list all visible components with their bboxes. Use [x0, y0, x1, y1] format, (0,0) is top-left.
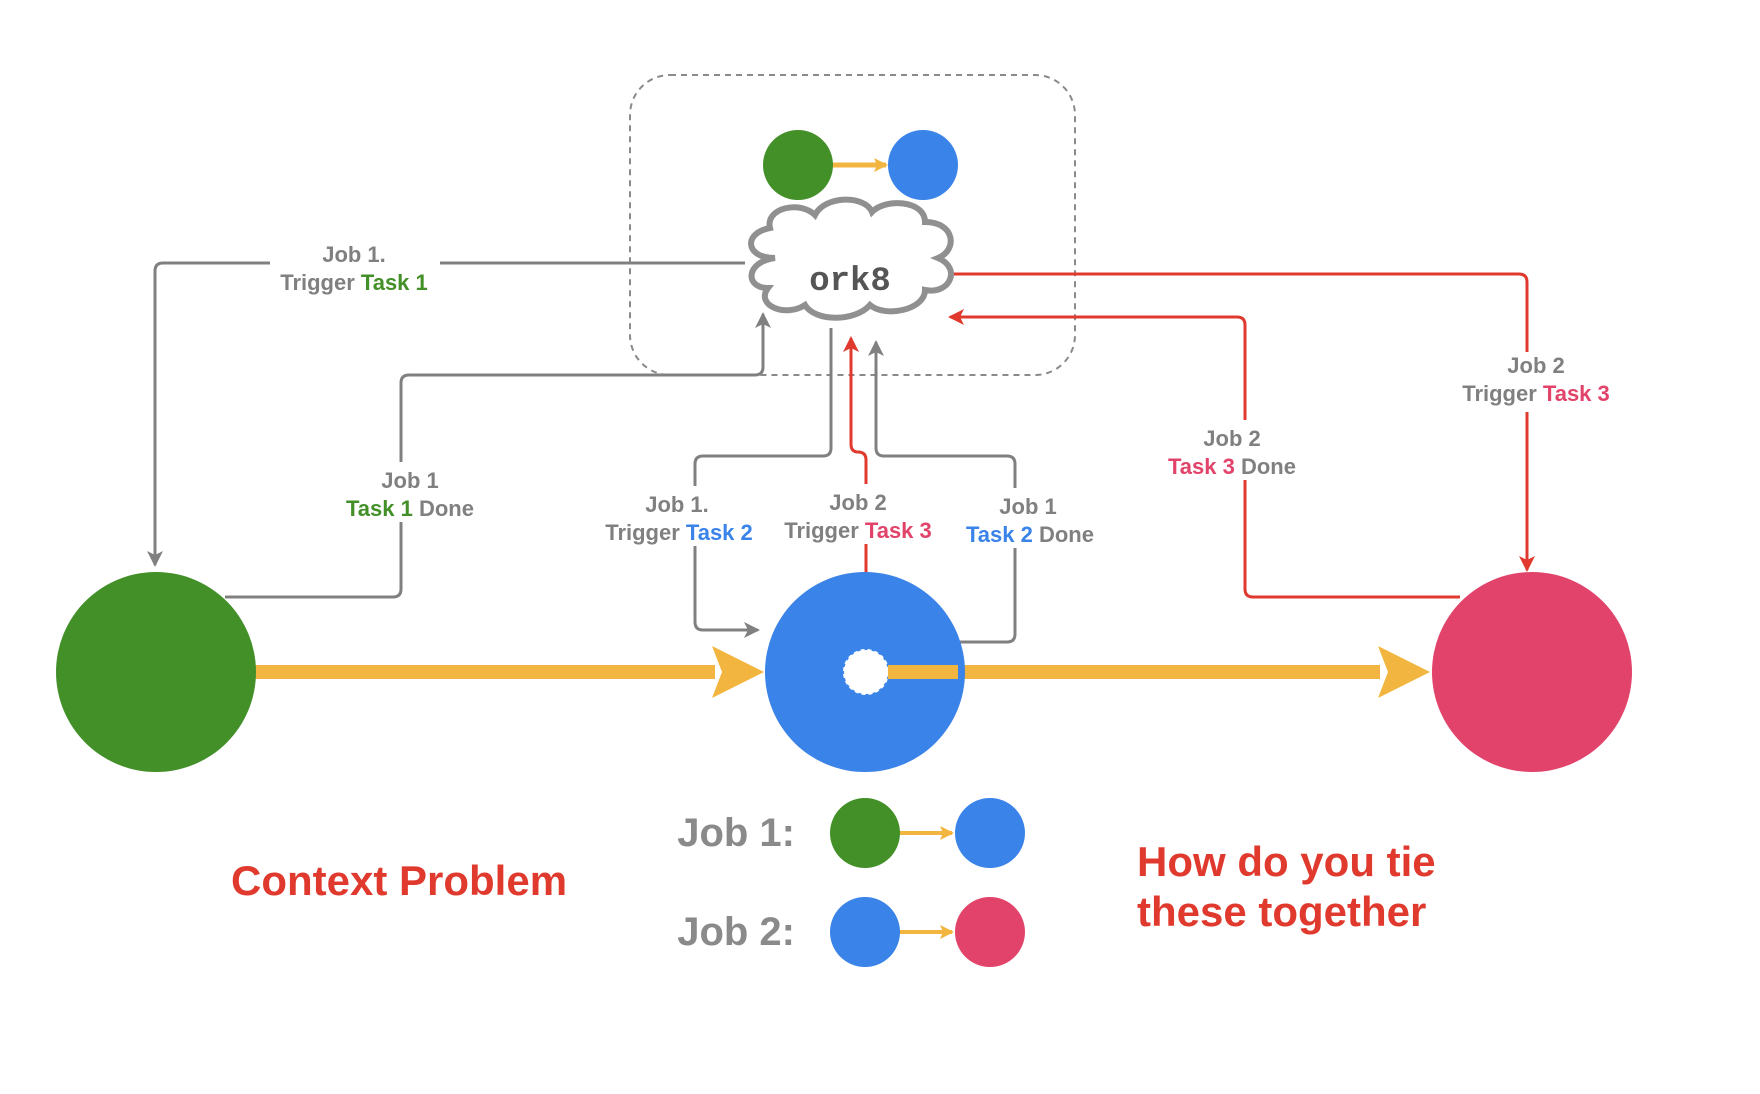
- task3-node: [1432, 572, 1632, 772]
- legend-job1-blue-node: [955, 798, 1025, 868]
- label-line2: Trigger Task 3: [784, 518, 932, 543]
- label-line2: Trigger Task 3: [1462, 381, 1610, 406]
- container-blue-node: [888, 130, 958, 200]
- label-job2-trigger-task3-mid: Job 2 Trigger Task 3: [772, 484, 940, 544]
- tie-together-line1: How do you tie: [1137, 838, 1436, 885]
- container-green-node: [763, 130, 833, 200]
- label-job1-task2-done: Job 1 Task 2 Done: [958, 488, 1098, 548]
- context-problem-title: Context Problem: [231, 857, 567, 904]
- label-line1: Job 2: [1203, 426, 1260, 451]
- connector-task2-done: [868, 340, 1017, 644]
- label-job1-trigger-task1: Job 1. Trigger Task 1: [270, 240, 440, 298]
- label-line1: Job 1: [999, 494, 1056, 519]
- label-line1: Job 2: [829, 490, 886, 515]
- main-flow-arrowhead-1: [712, 646, 764, 698]
- label-line1: Job 1: [381, 468, 438, 493]
- label-line2: Task 3 Done: [1168, 454, 1296, 479]
- label-line2: Task 2 Done: [966, 522, 1094, 547]
- task1-node: [56, 572, 256, 772]
- legend-job2-label: Job 2:: [677, 910, 795, 954]
- connector-trigger-task2: [693, 328, 833, 638]
- connector-trigger-task3-right: [945, 272, 1535, 572]
- label-line1: Job 1.: [645, 492, 709, 517]
- legend-job1-green-node: [830, 798, 900, 868]
- main-flow-arrowhead-2: [1378, 646, 1430, 698]
- legend: Job 1: Job 2:: [677, 798, 1025, 967]
- label-job2-trigger-task3-right: Job 2 Trigger Task 3: [1455, 352, 1615, 412]
- connector-trigger-task1: [147, 261, 745, 567]
- connector-task1-done: [225, 312, 771, 599]
- label-job2-task3-done: Job 2 Task 3 Done: [1160, 420, 1310, 480]
- connector-job2-trigger-task3: [843, 336, 868, 647]
- label-line1: Job 2: [1507, 353, 1564, 378]
- label-line2: Trigger Task 1: [280, 270, 428, 295]
- label-line1: Job 1.: [322, 242, 386, 267]
- legend-job1-label: Job 1:: [677, 811, 795, 855]
- cloud-icon: [748, 196, 954, 321]
- label-line2: Task 1 Done: [346, 496, 474, 521]
- orchestrator-label: ork8: [809, 263, 891, 301]
- legend-job2-pink-node: [955, 897, 1025, 967]
- tie-together-line2: these together: [1137, 888, 1426, 935]
- legend-job2-blue-node: [830, 897, 900, 967]
- label-line2: Trigger Task 2: [605, 520, 753, 545]
- label-job1-task1-done: Job 1 Task 1 Done: [340, 462, 480, 522]
- task2-inner-hole: [843, 649, 889, 695]
- label-job1-trigger-task2: Job 1. Trigger Task 2: [595, 486, 763, 546]
